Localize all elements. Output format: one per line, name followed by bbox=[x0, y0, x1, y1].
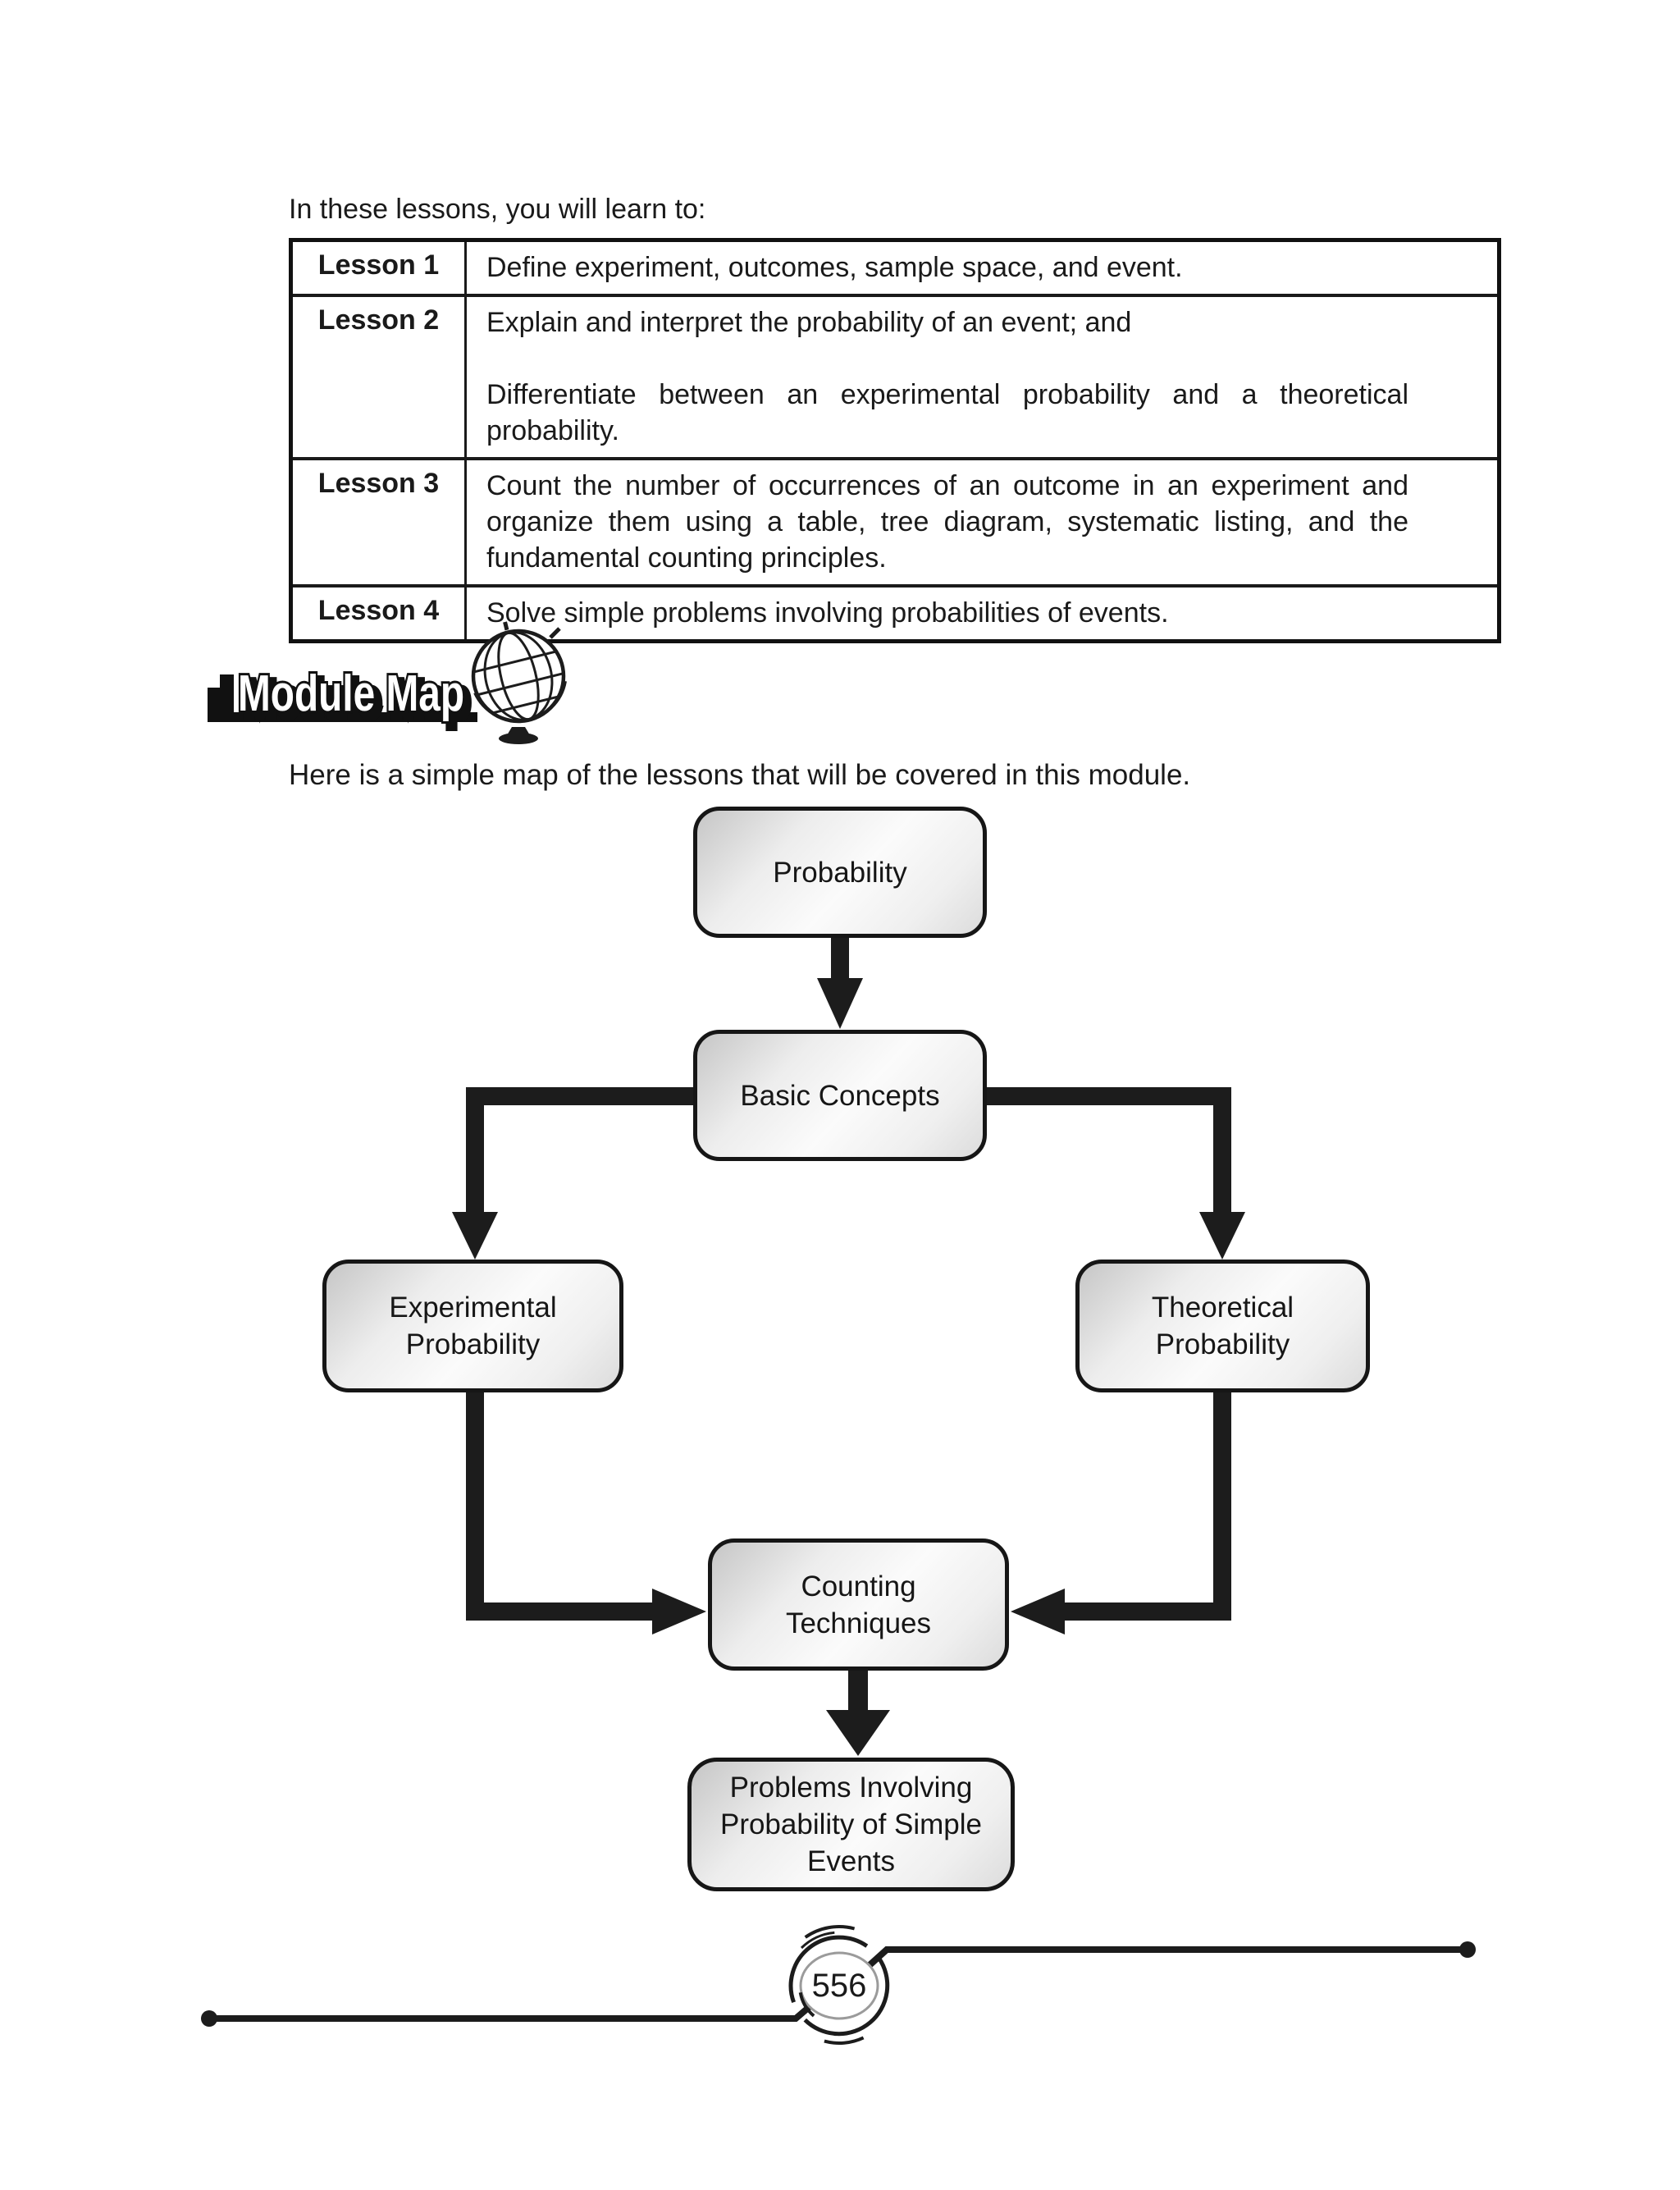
module-map-title-shadow: Module Map bbox=[244, 671, 470, 728]
arrow-down-icon bbox=[817, 936, 863, 1029]
lesson-description: Define experiment, outcomes, sample spac… bbox=[464, 239, 1500, 297]
lesson-label: Lesson 2 bbox=[290, 294, 467, 460]
node-label: Probability bbox=[773, 856, 907, 889]
node-label: Experimental bbox=[389, 1292, 557, 1324]
arrow-down-icon bbox=[826, 1669, 890, 1756]
node-label: Counting bbox=[801, 1570, 916, 1602]
flowchart-node-probability: Probability bbox=[693, 807, 987, 938]
lesson-paragraph: Count the number of occurrences of an ou… bbox=[486, 470, 1408, 574]
node-label: Probability of Simple bbox=[719, 1808, 983, 1840]
flowchart-node-basic-concepts: Basic Concepts bbox=[693, 1030, 987, 1161]
arrow-elbow-right-icon bbox=[1011, 1391, 1231, 1634]
table-row: Lesson 4 Solve simple problems involving… bbox=[290, 584, 1500, 642]
node-label: Problems Involving bbox=[729, 1772, 973, 1804]
logo-underline bbox=[220, 712, 477, 722]
logo-block-icon bbox=[208, 674, 234, 722]
lesson-paragraph: Explain and interpret the probability of… bbox=[486, 307, 1132, 338]
module-map-header: Module Map Module Map bbox=[208, 621, 567, 744]
table-row: Lesson 3 Count the number of occurrences… bbox=[290, 457, 1500, 588]
arrow-branch-right-icon bbox=[983, 1087, 1245, 1260]
flowchart-node-experimental-probability: Experimental Probability bbox=[322, 1260, 623, 1392]
flowchart-node-problems-involving: Problems Involving Probability of Simple… bbox=[687, 1758, 1015, 1891]
arrow-branch-left-icon bbox=[452, 1087, 697, 1260]
footer-dot-left bbox=[201, 2010, 217, 2027]
lesson-label: Lesson 4 bbox=[290, 584, 467, 642]
table-row: Lesson 1 Define experiment, outcomes, sa… bbox=[290, 239, 1500, 297]
footer-rule-left bbox=[209, 2000, 815, 2022]
flowchart-node-theoretical-probability: Theoretical Probability bbox=[1075, 1260, 1370, 1392]
lesson-description: Count the number of occurrences of an ou… bbox=[464, 457, 1500, 588]
module-map-subtitle: Here is a simple map of the lessons that… bbox=[289, 759, 1191, 791]
node-label: Probability bbox=[1155, 1328, 1290, 1360]
module-map-title: Module Map bbox=[238, 665, 464, 722]
node-label: Events bbox=[807, 1845, 895, 1877]
flowchart-node-counting-techniques: Counting Techniques bbox=[708, 1538, 1009, 1671]
node-label: Techniques bbox=[785, 1607, 932, 1639]
globe-icon bbox=[471, 621, 567, 744]
lesson-paragraph: Define experiment, outcomes, sample spac… bbox=[486, 252, 1183, 283]
node-label: Theoretical bbox=[1151, 1292, 1294, 1324]
footer-rule-right bbox=[867, 1946, 1464, 1968]
lesson-label: Lesson 3 bbox=[290, 457, 467, 588]
node-label: Probability bbox=[405, 1328, 541, 1360]
lesson-label: Lesson 1 bbox=[290, 239, 467, 297]
intro-text: In these lessons, you will learn to: bbox=[289, 194, 706, 225]
footer-dot-right bbox=[1459, 1941, 1476, 1958]
table-row: Lesson 2 Explain and interpret the proba… bbox=[290, 294, 1500, 460]
lessons-table: Lesson 1 Define experiment, outcomes, sa… bbox=[289, 238, 1501, 643]
lesson-paragraph: Differentiate between an experimental pr… bbox=[486, 379, 1408, 446]
page-number: 556 bbox=[811, 1968, 867, 2004]
arrow-elbow-left-icon bbox=[466, 1391, 706, 1634]
node-label: Basic Concepts bbox=[740, 1079, 940, 1112]
lesson-description: Explain and interpret the probability of… bbox=[464, 294, 1500, 460]
lesson-description: Solve simple problems involving probabil… bbox=[464, 584, 1500, 642]
lesson-paragraph: Solve simple problems involving probabil… bbox=[486, 597, 1169, 629]
